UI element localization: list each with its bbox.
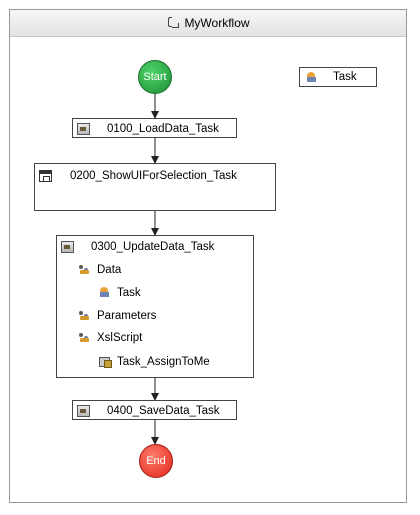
task-0100-loaddata[interactable]: 0100_LoadData_Task [72,118,237,138]
task-icon [305,71,319,84]
task-0300-updatedata[interactable]: 0300_UpdateData_Task [56,235,254,378]
task-label: 0300_UpdateData_Task [91,241,215,253]
ui-window-icon [39,170,52,182]
property-label: Data [97,263,122,276]
legend-task[interactable]: Task [299,67,377,87]
property-task-assigntome[interactable]: Task_AssignToMe [98,355,210,368]
property-icon [78,263,92,276]
end-node[interactable]: End [139,444,173,478]
task-0200-showui[interactable]: 0200_ShowUIForSelection_Task [34,163,276,211]
task-label: 0100_LoadData_Task [107,123,219,135]
property-parameters[interactable]: Parameters [78,309,156,322]
window-title: MyWorkflow [184,16,250,30]
end-label: End [146,455,166,467]
task-label: 0200_ShowUIForSelection_Task [70,170,237,182]
property-label: Task_AssignToMe [117,355,210,368]
property-label: XslScript [97,331,143,344]
property-label: Parameters [97,309,157,322]
property-task[interactable]: Task [98,286,141,299]
task-icon [98,286,112,299]
start-node[interactable]: Start [138,60,172,94]
task-0400-savedata[interactable]: 0400_SaveData_Task [72,400,237,420]
title-bar: MyWorkflow [10,10,406,37]
task-activity-icon [77,405,90,417]
task-label: 0400_SaveData_Task [107,405,220,417]
property-data[interactable]: Data [78,263,121,276]
workflow-icon [166,16,180,30]
start-label: Start [143,71,167,83]
task-activity-icon [77,123,90,135]
legend-label: Task [333,71,357,83]
task-activity-icon [61,241,74,253]
property-icon [78,309,92,322]
assign-icon [98,355,112,368]
property-label: Task [117,286,141,299]
property-icon [78,331,92,344]
property-xslscript[interactable]: XslScript [78,331,142,344]
